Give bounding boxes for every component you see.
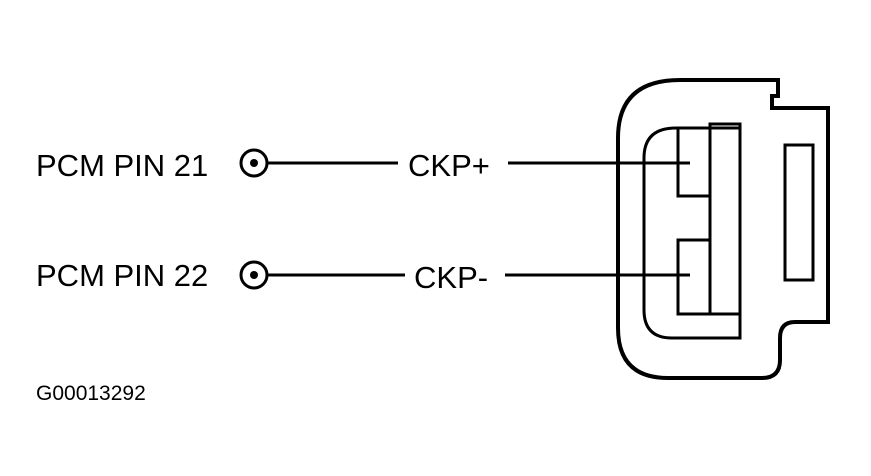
ckp-sensor-connector-icon: [616, 78, 830, 380]
terminal-tall: [708, 122, 742, 316]
pin-21-signal-label: CKP+: [408, 148, 490, 183]
pin-22-signal-label: CKP-: [414, 260, 488, 295]
pin-22-row: PCM PIN 22 CKP-: [36, 258, 690, 295]
figure-id: G00013292: [36, 382, 146, 405]
pin-21-terminal-icon: [239, 148, 269, 178]
pin-21-label: PCM PIN 21: [36, 148, 208, 183]
terminal-lower: [676, 238, 712, 316]
pin-21-row: PCM PIN 21 CKP+: [36, 148, 690, 183]
pin-22-terminal-icon: [239, 260, 269, 290]
connector-slot: [783, 143, 815, 282]
pin-22-label: PCM PIN 22: [36, 258, 208, 293]
